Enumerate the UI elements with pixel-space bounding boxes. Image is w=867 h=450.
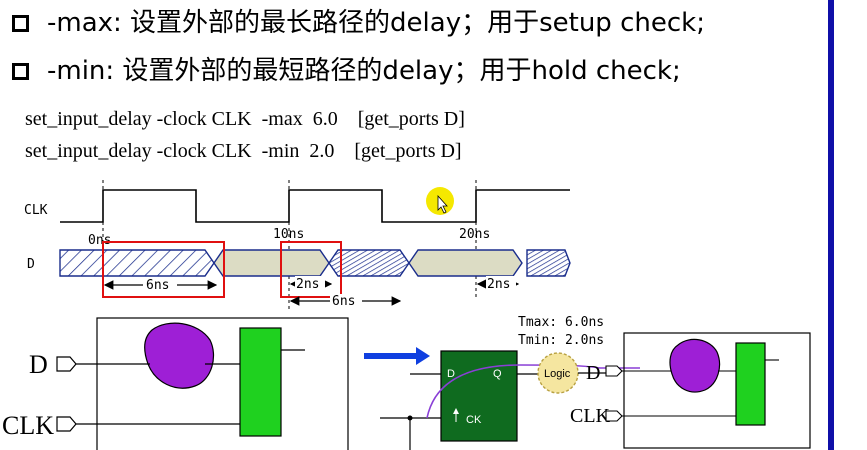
time-label-0ns: 0ns: [88, 233, 111, 248]
ext-flop-d: D: [447, 368, 455, 380]
measure-label-6ns-2: 6ns: [332, 294, 355, 309]
timing-path-curve: [426, 364, 640, 419]
left-d-port: [56, 356, 77, 372]
right-logic-cloud: [669, 338, 721, 393]
left-clk-label: CLK: [2, 411, 54, 440]
right-d-label: D: [586, 362, 600, 384]
command-min: set_input_delay -clock CLK -min 2.0 [get…: [25, 140, 462, 162]
right-d-port: [605, 365, 623, 377]
bullet-min-text: -min: 设置外部的最短路径的delay；用于hold check;: [47, 56, 681, 86]
left-clk-port: [56, 416, 77, 432]
time-label-20ns: 20ns: [459, 227, 490, 242]
measure-label-2ns-2: 2ns: [487, 277, 510, 292]
measure-label-6ns: 6ns: [146, 278, 169, 293]
left-logic-cloud: [144, 322, 215, 389]
d-wave-hatched-1: [59, 249, 215, 277]
d-wave-stable-2: [408, 249, 523, 277]
logic-label: Logic: [544, 368, 571, 380]
right-clk-port: [605, 410, 623, 422]
wave-clk-label: CLK: [24, 203, 48, 218]
measure-label-2ns: 2ns: [296, 277, 319, 292]
ext-flop-ck: CK: [466, 414, 482, 426]
wave-d-label: D: [27, 257, 35, 272]
slide-right-border: [828, 0, 834, 450]
right-module-box: [623, 332, 811, 449]
left-d-label: D: [29, 350, 48, 379]
d-wave-stable-1: [213, 249, 330, 277]
checkbox-bullet-icon: [12, 15, 29, 32]
highlight-max-window: [102, 241, 225, 298]
ext-flop-q: Q: [493, 368, 502, 380]
checkbox-bullet-icon: [12, 63, 29, 80]
tmax-label: Tmax: 6.0ns: [518, 315, 604, 330]
left-flop: [239, 327, 282, 437]
clk-waveform: [60, 189, 570, 223]
ext-flop: [440, 350, 518, 442]
d-wave-hatched-3: [526, 249, 571, 277]
bullet-max: -max: 设置外部的最长路径的delay；用于setup check;: [12, 2, 705, 39]
command-max: set_input_delay -clock CLK -max 6.0 [get…: [25, 108, 465, 130]
bullet-min: -min: 设置外部的最短路径的delay；用于hold check;: [12, 50, 681, 87]
time-label-10ns: 10ns: [273, 227, 304, 242]
mouse-pointer-icon: [437, 194, 448, 214]
left-module-box: [96, 317, 349, 450]
right-clk-label: CLK: [570, 405, 611, 427]
bullet-max-text: -max: 设置外部的最长路径的delay；用于setup check;: [47, 8, 705, 38]
right-flop: [735, 342, 766, 426]
tmin-label: Tmin: 2.0ns: [518, 333, 604, 348]
